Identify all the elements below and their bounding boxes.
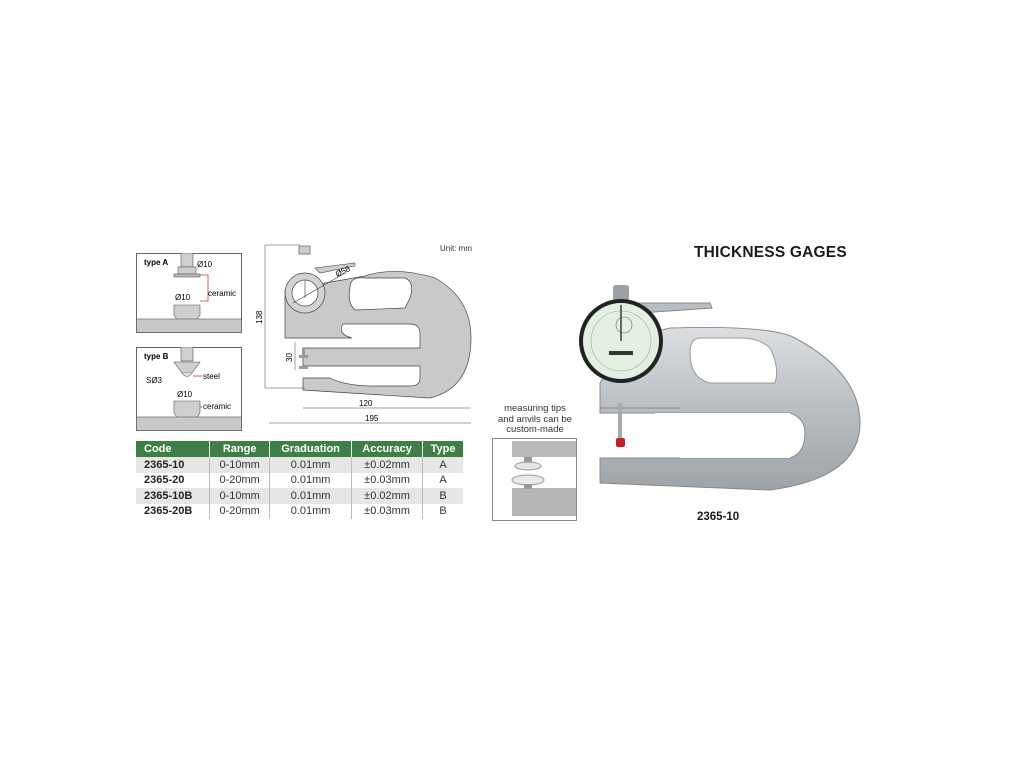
header-code: Code xyxy=(136,441,211,457)
tips-closeup-image xyxy=(492,438,577,521)
type-a-bottom-dia: Ø10 xyxy=(175,293,191,302)
cell-graduation: 0.01mm xyxy=(269,472,353,488)
spec-table: Code Range Graduation Accuracy Type 2365… xyxy=(136,441,463,519)
dim-height: 138 xyxy=(255,310,264,324)
cell-type: A xyxy=(439,474,447,487)
dim-throat-gap: 30 xyxy=(285,353,294,362)
type-a-label: type A xyxy=(144,258,168,267)
cell-accuracy: ±0.02mm xyxy=(351,457,424,473)
cell-range: 0-10mm xyxy=(209,457,271,473)
inset-caption-line: custom-made xyxy=(506,424,564,435)
cell-accuracy: ±0.02mm xyxy=(351,488,424,504)
header-accuracy: Accuracy xyxy=(351,441,424,457)
header-graduation: Graduation xyxy=(269,441,353,457)
type-a-top-dia: Ø10 xyxy=(197,260,213,269)
dim-throat-depth: 120 xyxy=(359,399,373,408)
cell-graduation: 0.01mm xyxy=(269,503,353,519)
cell-graduation: 0.01mm xyxy=(269,488,353,504)
cell-type: A xyxy=(422,457,463,473)
type-b-anvil-material: ceramic xyxy=(203,402,231,411)
cell-type: B xyxy=(422,488,463,504)
cell-accuracy: ±0.03mm xyxy=(351,503,424,519)
table-header-row: Code Range Graduation Accuracy Type xyxy=(136,441,463,457)
page-title: THICKNESS GAGES xyxy=(694,244,847,261)
type-b-tip: SØ3 xyxy=(146,376,163,385)
cell-graduation: 0.01mm xyxy=(269,457,353,473)
inset-caption-line: measuring tips xyxy=(504,403,566,414)
inset-caption-line: and anvils can be xyxy=(498,413,572,425)
header-type: Type xyxy=(422,441,463,457)
cell-code: 2365-20B xyxy=(136,503,211,519)
type-b-tip-material: steel xyxy=(203,372,220,381)
cell-code: 2365-10B xyxy=(136,488,211,504)
type-b-detail-drawing: type B steel SØ3 Ø10 ceramic xyxy=(136,347,242,431)
thickness-gage-photo xyxy=(579,285,861,491)
unit-label: Unit: mm xyxy=(440,244,472,253)
cell-range: 0-20mm xyxy=(209,503,271,519)
cell-accuracy: ±0.03mm xyxy=(351,472,424,488)
type-b-anvil-dia: Ø10 xyxy=(177,390,193,399)
type-b-label: type B xyxy=(144,352,169,361)
gage-dimension-drawing: 138 Ø58 30 120 195 xyxy=(255,244,472,424)
cell-code: 2365-20 xyxy=(136,472,211,488)
cell-range: 0-20mm xyxy=(209,472,271,488)
dim-length: 195 xyxy=(365,414,379,423)
product-model-label: 2365-10 xyxy=(697,511,740,523)
inset-caption: measuring tips and anvils can be custom-… xyxy=(492,403,578,436)
cell-range: 0-10mm xyxy=(209,488,271,504)
cell-code: 2365-10 xyxy=(136,457,211,473)
type-a-detail-drawing: type A Ø10 ceramic Ø10 xyxy=(136,253,242,333)
type-a-material: ceramic xyxy=(208,289,236,298)
cell-type: B xyxy=(439,505,447,518)
header-range: Range xyxy=(209,441,271,457)
